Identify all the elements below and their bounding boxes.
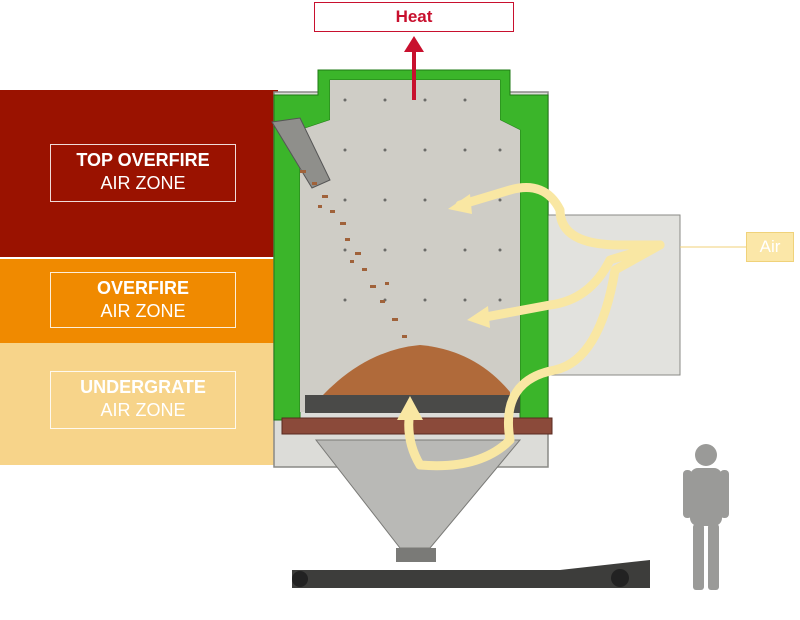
zone-subtitle: AIR ZONE — [100, 400, 186, 420]
zone-band-undergrate: UNDERGRATE AIR ZONE — [0, 343, 278, 465]
heat-label: Heat — [314, 2, 514, 32]
hopper-outlet — [396, 548, 436, 562]
air-arrowheads — [397, 194, 490, 420]
zone-band-overfire: OVERFIRE AIR ZONE — [0, 259, 278, 343]
fuel-chute — [271, 117, 331, 189]
heat-arrow-icon — [404, 36, 424, 100]
zone-label-top-overfire: TOP OVERFIRE AIR ZONE — [50, 144, 236, 202]
air-flow-arrow-icon — [404, 183, 665, 471]
falling-fuel-particles — [300, 170, 407, 338]
zone-label-undergrate: UNDERGRATE AIR ZONE — [50, 371, 236, 429]
zone-subtitle: AIR ZONE — [100, 173, 186, 193]
zone-title: TOP OVERFIRE — [76, 150, 210, 170]
zone-title: UNDERGRATE — [80, 377, 206, 397]
combustion-chamber — [300, 80, 520, 412]
zone-band-top-overfire: TOP OVERFIRE AIR ZONE — [0, 90, 278, 257]
zone-label-overfire: OVERFIRE AIR ZONE — [50, 272, 236, 328]
zone-subtitle: AIR ZONE — [100, 301, 186, 321]
person-silhouette-icon — [683, 444, 729, 590]
air-label: Air — [746, 232, 794, 262]
ash-conveyor — [292, 560, 650, 588]
air-nozzle-grid — [343, 98, 502, 302]
zone-title: OVERFIRE — [96, 278, 189, 298]
